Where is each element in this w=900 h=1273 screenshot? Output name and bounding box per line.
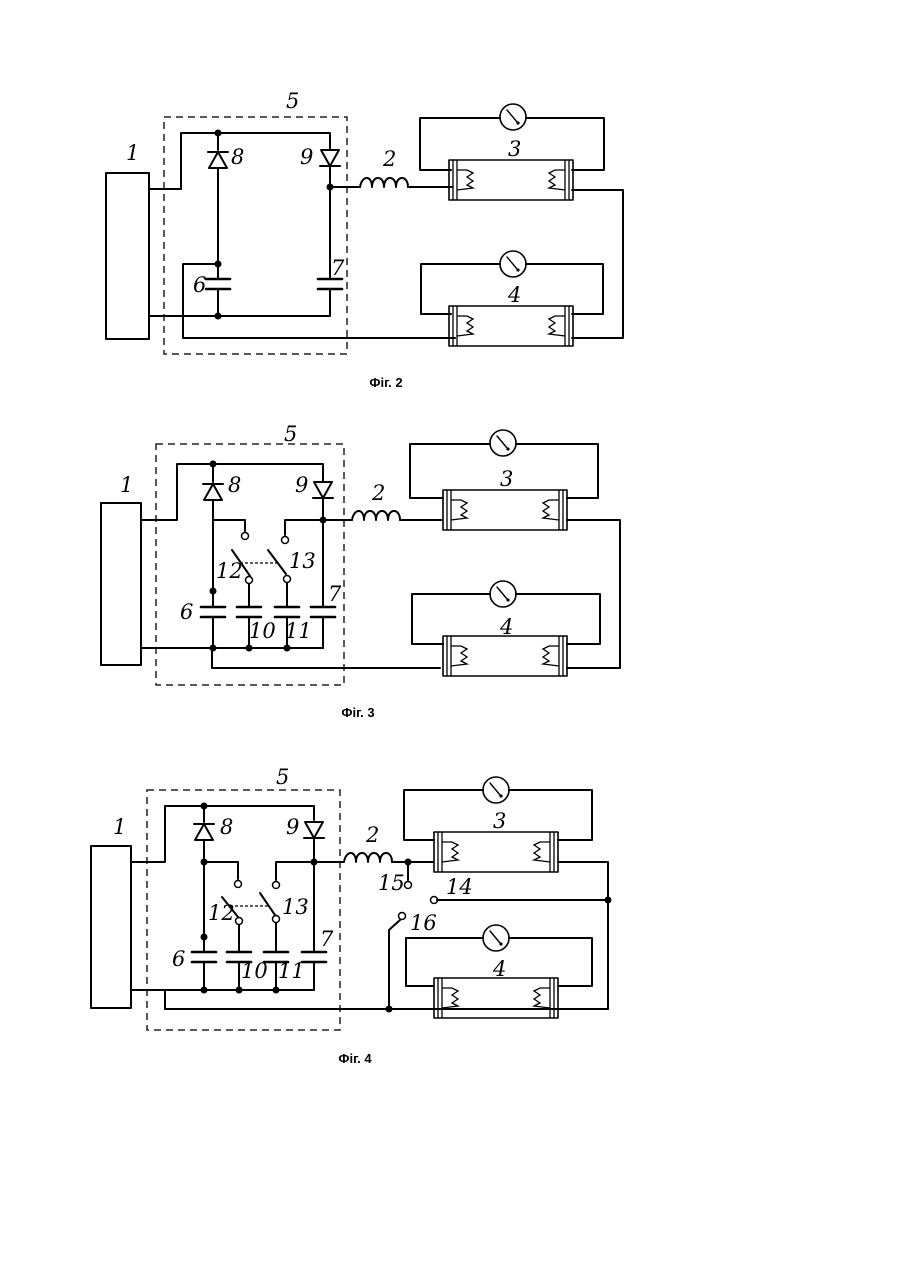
label-8: 8: [220, 815, 233, 839]
capacitor-6: [192, 952, 216, 962]
label-13: 13: [289, 549, 316, 573]
label-10: 10: [249, 619, 276, 643]
capacitor-7: [318, 279, 342, 289]
power-source: [101, 503, 141, 665]
starter-3: [490, 430, 516, 456]
capacitor-10: [237, 607, 261, 617]
label-8: 8: [231, 145, 244, 169]
label-4: 4: [507, 283, 521, 307]
ballast-box: [147, 790, 340, 1030]
label-1: 1: [120, 473, 133, 497]
label-6: 6: [193, 273, 206, 297]
inductor-2: [360, 178, 408, 187]
starter-3: [500, 104, 526, 130]
label-2: 2: [382, 147, 396, 171]
label-9: 9: [286, 815, 299, 839]
label-2: 2: [365, 823, 379, 847]
lamp-4: [449, 306, 573, 346]
capacitor-7: [302, 952, 326, 962]
label-7: 7: [331, 256, 345, 280]
lamp-3: [443, 490, 567, 530]
label-5: 5: [286, 89, 299, 113]
lamp-3: [434, 832, 558, 872]
label-9: 9: [300, 145, 313, 169]
label-10: 10: [241, 959, 268, 983]
starter-4: [483, 925, 509, 951]
diode-8: [194, 824, 214, 840]
lamp-4: [443, 636, 567, 676]
figure-4: 1 2 3 4 5 6 7 8 9 10 11 12 13 14 15 16 Ф…: [91, 765, 612, 1066]
label-7: 7: [320, 927, 334, 951]
label-11: 11: [278, 959, 305, 983]
label-7: 7: [328, 582, 342, 606]
label-8: 8: [228, 473, 241, 497]
power-source: [91, 846, 131, 1008]
label-3: 3: [508, 137, 521, 161]
diode-9: [320, 150, 340, 166]
diode-9: [304, 822, 324, 838]
caption-fig-4: Фіг. 4: [338, 1051, 372, 1066]
label-12: 12: [208, 901, 235, 925]
label-3: 3: [493, 809, 506, 833]
capacitor-7: [311, 607, 335, 617]
figure-2: 1 2 3 4 5 6 7 8 9 Фіг. 2: [106, 89, 623, 390]
capacitor-6: [201, 607, 225, 617]
label-12: 12: [216, 559, 243, 583]
diode-8: [208, 152, 228, 168]
switch-13: [260, 893, 275, 915]
power-source: [106, 173, 149, 339]
label-5: 5: [276, 765, 289, 789]
label-2: 2: [371, 481, 385, 505]
label-1: 1: [126, 141, 139, 165]
capacitor-6: [206, 279, 230, 289]
label-5: 5: [284, 422, 297, 446]
lamp-3: [449, 160, 573, 200]
label-6: 6: [172, 947, 185, 971]
caption-fig-3: Фіг. 3: [341, 705, 374, 720]
inductor-2: [352, 511, 400, 520]
starter-4: [500, 251, 526, 277]
ballast-box: [164, 117, 347, 354]
diode-9: [313, 482, 333, 498]
label-15: 15: [378, 871, 405, 895]
diode-8: [203, 484, 223, 500]
label-1: 1: [113, 815, 126, 839]
label-6: 6: [180, 600, 193, 624]
starter-4: [490, 581, 516, 607]
switch-13: [268, 550, 286, 574]
label-4: 4: [499, 615, 513, 639]
label-13: 13: [282, 895, 309, 919]
label-14: 14: [446, 875, 473, 899]
caption-fig-2: Фіг. 2: [369, 375, 402, 390]
lamp-4: [434, 978, 558, 1018]
label-9: 9: [295, 473, 308, 497]
label-3: 3: [500, 467, 513, 491]
figure-3: 1 2 3 4 5 6 7 8 9 10 11 12 13 Фіг. 3: [101, 422, 620, 720]
label-4: 4: [492, 957, 506, 981]
starter-3: [483, 777, 509, 803]
label-16: 16: [410, 911, 437, 935]
capacitor-11: [275, 607, 299, 617]
inductor-2: [344, 853, 392, 862]
label-11: 11: [285, 619, 312, 643]
